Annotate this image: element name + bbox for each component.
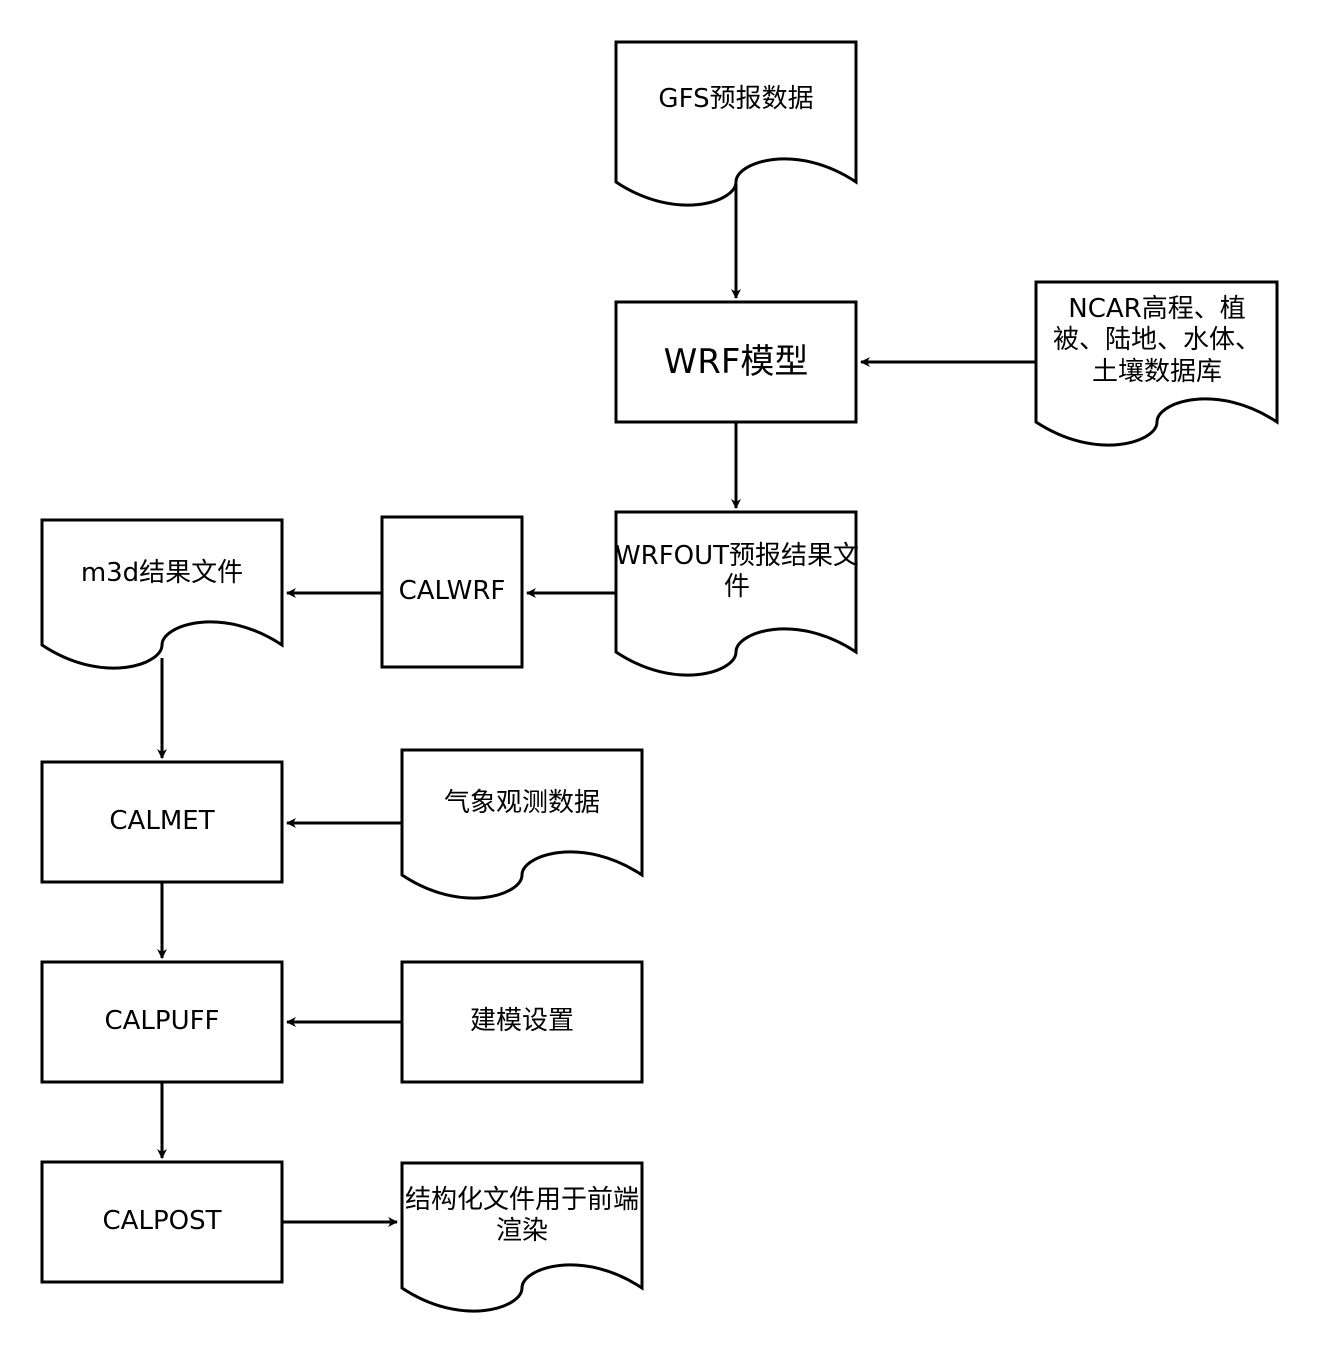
calpuff-label: CALPUFF	[104, 1006, 220, 1037]
calwrf-label: CALWRF	[398, 576, 506, 607]
met-observation-label: 气象观测数据	[443, 788, 600, 819]
calpost-box[interactable]	[40, 1160, 284, 1284]
calmet-label: CALMET	[109, 806, 215, 837]
structured-output-label: 结构化文件用于前端渲染	[404, 1184, 639, 1246]
wrfout-document-shape[interactable]	[614, 510, 858, 677]
gfs-document-shape[interactable]	[614, 40, 858, 207]
gfs-data-label: GFS预报数据	[658, 84, 814, 115]
calpuff-box[interactable]	[40, 960, 284, 1084]
output-document-shape[interactable]	[400, 1161, 644, 1313]
model-settings-label: 建模设置	[469, 1006, 574, 1037]
calmet-box[interactable]	[40, 760, 284, 884]
m3d-document-shape[interactable]	[40, 518, 284, 670]
wrf-model-label: WRF模型	[663, 341, 809, 382]
met-obs-document-shape[interactable]	[400, 748, 644, 900]
m3d-result-label: m3d结果文件	[80, 558, 244, 589]
wrf-model-box[interactable]	[614, 300, 858, 424]
calpost-label: CALPOST	[102, 1206, 222, 1237]
ncar-document-shape[interactable]	[1034, 280, 1279, 447]
model-settings-box[interactable]	[400, 960, 644, 1084]
ncar-database-label: NCAR高程、植被、陆地、水体、土壤数据库	[1052, 294, 1261, 387]
wrfout-label: WRFOUT预报结果文件	[614, 540, 860, 602]
